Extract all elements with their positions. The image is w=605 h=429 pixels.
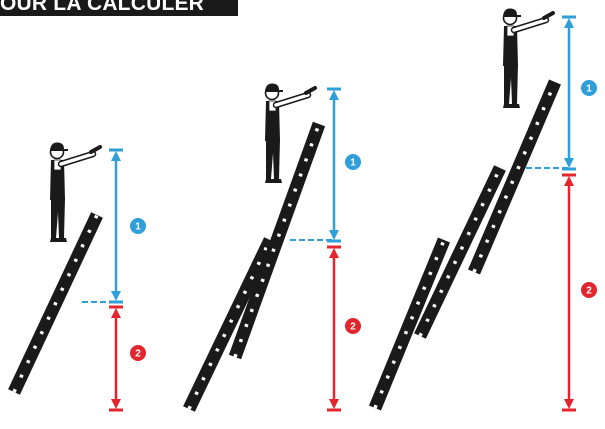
svg-text:1: 1 <box>350 158 356 169</box>
badge-1: 1 <box>130 218 146 234</box>
ladder-section <box>414 165 506 339</box>
figure-2: 1 2 <box>183 83 361 412</box>
upper-height-arrow <box>109 148 123 304</box>
title-text: OUR LA CALCULER <box>0 0 205 15</box>
svg-text:2: 2 <box>586 286 592 297</box>
ladder-section <box>8 212 103 395</box>
title-banner: OUR LA CALCULER <box>0 0 238 16</box>
figure-1: 1 2 <box>8 142 146 412</box>
badge-2: 2 <box>345 318 361 334</box>
upper-height-arrow <box>562 15 576 171</box>
svg-text:2: 2 <box>350 322 356 333</box>
badge-2: 2 <box>581 282 597 298</box>
svg-text:2: 2 <box>135 349 141 360</box>
figure-3: 1 2 <box>368 8 597 412</box>
badge-1: 1 <box>581 80 597 96</box>
ladder-section <box>468 79 561 275</box>
svg-text:1: 1 <box>586 84 592 95</box>
lower-height-arrow <box>327 245 341 412</box>
ladder-section <box>183 237 276 412</box>
ladder-section <box>228 121 326 360</box>
upper-height-arrow <box>327 87 341 243</box>
lower-height-arrow <box>562 173 576 412</box>
badge-1: 1 <box>345 154 361 170</box>
badge-2: 2 <box>130 345 146 361</box>
svg-text:1: 1 <box>135 222 141 233</box>
lower-height-arrow <box>109 305 123 412</box>
ladder-section <box>368 237 451 411</box>
